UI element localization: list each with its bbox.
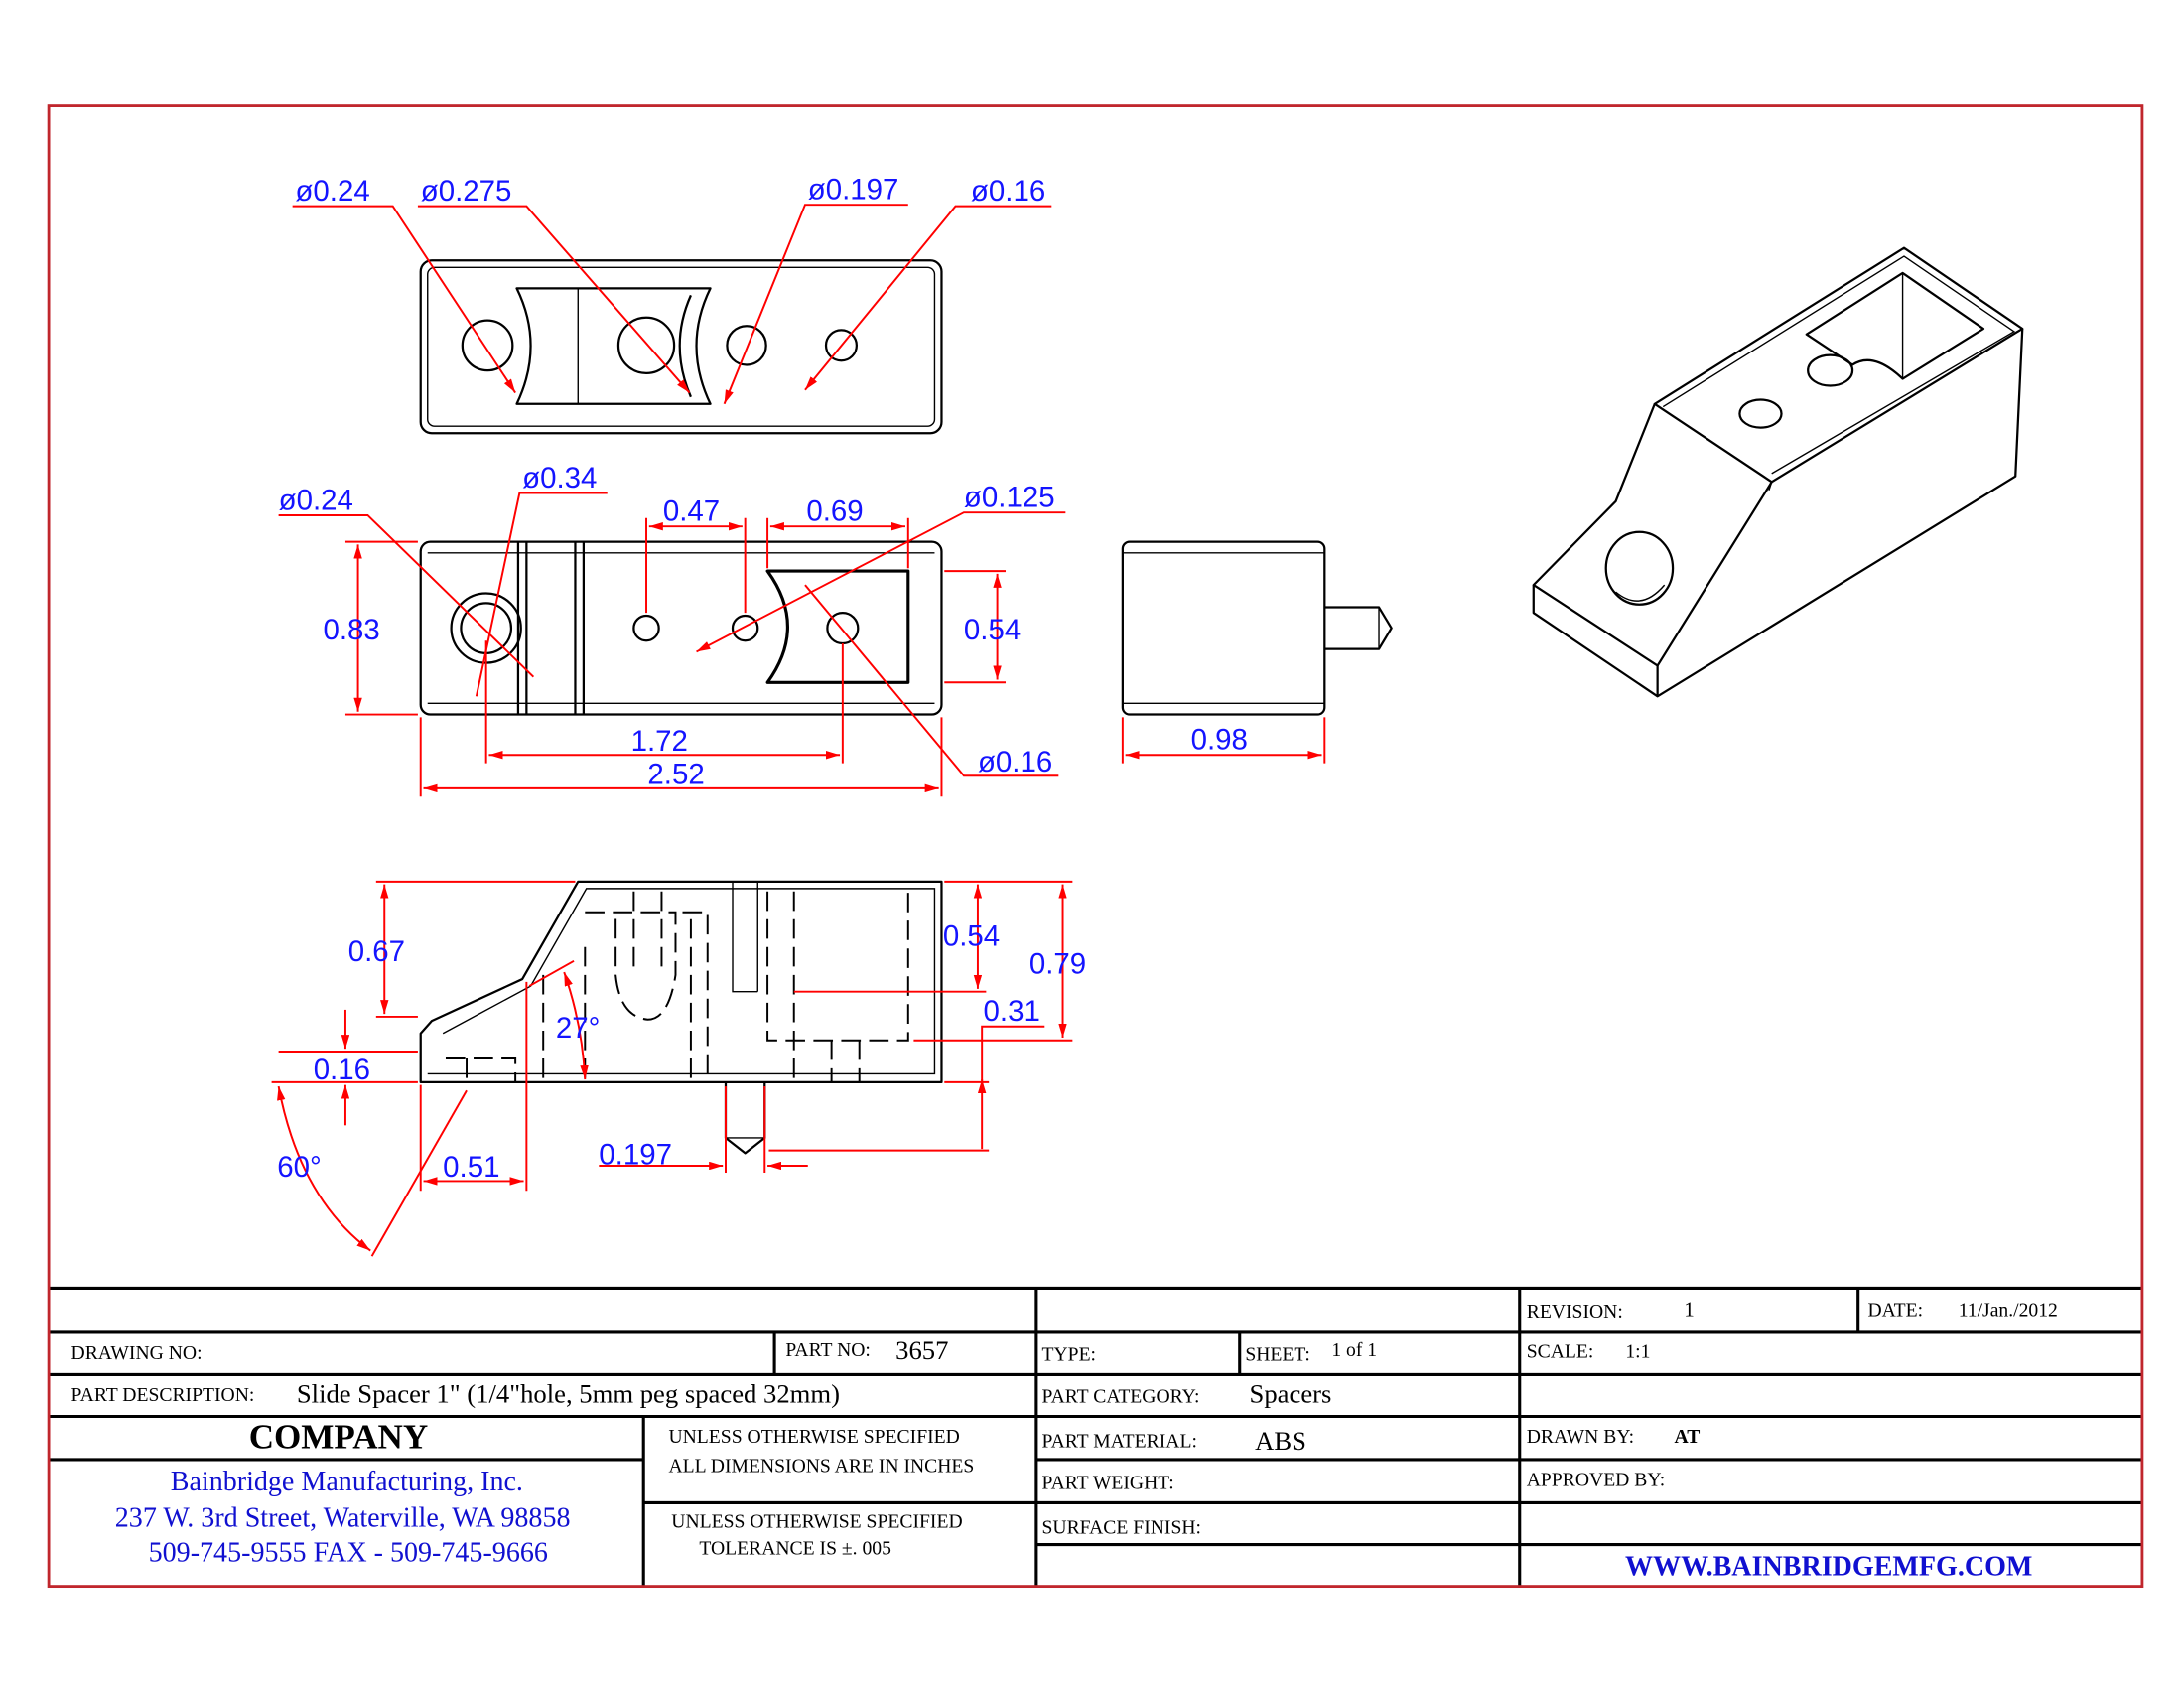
hole	[616, 316, 676, 375]
company-name: Bainbridge Manufacturing, Inc.	[171, 1467, 523, 1497]
dimension-units-note-line1: UNLESS OTHERWISE SPECIFIED	[668, 1427, 959, 1448]
dim-side-0.51: 0.51	[443, 1151, 499, 1184]
isometric-view	[1532, 246, 2024, 698]
side-view: 0.67 0.54 0.79 0.31 27° 0.16 60° 0.51 0.…	[271, 880, 1086, 1257]
dim-side-0.31: 0.31	[984, 995, 1040, 1028]
top-view: ø0.24 ø0.275 ø0.197 ø0.16	[292, 174, 1052, 435]
pocket-outline	[515, 287, 712, 405]
dim-front-0.47: 0.47	[663, 495, 720, 528]
type-label: TYPE:	[1041, 1344, 1096, 1365]
dim-front-1.72: 1.72	[631, 725, 688, 758]
part-material-label: PART MATERIAL:	[1041, 1431, 1196, 1452]
part-no-value: 3657	[895, 1336, 948, 1365]
website-link[interactable]: WWW.BAINBRIDGEMFG.COM	[1625, 1551, 2032, 1582]
dim-front-0.69: 0.69	[806, 495, 863, 528]
date-value: 11/Jan./2012	[1959, 1300, 2058, 1321]
tolerance-note-line2: TOLERANCE IS ±. 005	[699, 1538, 891, 1559]
part-no-label: PART NO:	[785, 1340, 871, 1361]
company-address: 237 W. 3rd Street, Waterville, WA 98858	[115, 1502, 571, 1533]
dim-front-dia-0.125: ø0.125	[964, 482, 1055, 514]
hole	[824, 329, 859, 362]
dim-top-dia-0.16: ø0.16	[971, 175, 1045, 208]
part-category-label: PART CATEGORY:	[1041, 1386, 1199, 1407]
company-heading: COMPANY	[249, 1418, 428, 1457]
dim-front-0.83: 0.83	[324, 614, 380, 646]
peg	[724, 1081, 766, 1155]
hole	[726, 325, 767, 366]
dim-right-0.98: 0.98	[1191, 724, 1248, 757]
drawing-no-label: DRAWING NO:	[71, 1343, 203, 1364]
dim-front-2.52: 2.52	[647, 759, 704, 791]
front-view: ø0.24 ø0.34 0.47 0.69 ø0.125 0.83 0.54 1…	[279, 462, 1066, 797]
sheet-value: 1 of 1	[1331, 1340, 1377, 1361]
dim-side-0.197: 0.197	[599, 1139, 672, 1172]
hole	[461, 319, 514, 372]
part-description-value: Slide Spacer 1" (1/4"hole, 5mm peg space…	[297, 1378, 840, 1408]
part-weight-label: PART WEIGHT:	[1041, 1473, 1173, 1493]
scale-label: SCALE:	[1527, 1342, 1594, 1363]
dim-side-0.54: 0.54	[943, 919, 1000, 952]
revision-value: 1	[1684, 1297, 1695, 1321]
part-description-label: PART DESCRIPTION:	[71, 1385, 255, 1406]
sheet-label: SHEET:	[1245, 1344, 1310, 1365]
part-category-value: Spacers	[1250, 1378, 1332, 1408]
dim-front-dia-0.16: ø0.16	[978, 746, 1052, 778]
dim-side-0.79: 0.79	[1029, 947, 1086, 980]
scale-value: 1:1	[1625, 1342, 1650, 1363]
part-material-value: ABS	[1255, 1426, 1306, 1456]
dim-side-angle-60: 60°	[277, 1151, 322, 1184]
drawn-by-label: DRAWN BY:	[1527, 1427, 1634, 1448]
dim-top-dia-0.275: ø0.275	[421, 175, 512, 208]
surface-finish-label: SURFACE FINISH:	[1041, 1517, 1201, 1538]
pocket	[1805, 271, 1985, 380]
dim-side-angle-27: 27°	[556, 1012, 601, 1045]
company-phone: 509-745-9555 FAX - 509-745-9666	[149, 1537, 548, 1568]
drawn-by-value: AT	[1674, 1427, 1700, 1448]
tolerance-note-line1: UNLESS OTHERWISE SPECIFIED	[671, 1512, 962, 1533]
dim-front-dia-0.24: ø0.24	[279, 484, 353, 516]
peg	[1324, 606, 1393, 650]
dim-front-dia-0.34: ø0.34	[522, 462, 597, 494]
right-view: 0.98	[1121, 540, 1393, 764]
dim-top-dia-0.24: ø0.24	[295, 175, 369, 208]
approved-by-label: APPROVED BY:	[1527, 1471, 1665, 1491]
dimension-units-note-line2: ALL DIMENSIONS ARE IN INCHES	[668, 1457, 974, 1477]
revision-label: REVISION:	[1527, 1302, 1623, 1323]
title-block: REVISION: 1 DATE: 11/Jan./2012 DRAWING N…	[47, 104, 2144, 1589]
dim-top-dia-0.197: ø0.197	[808, 174, 899, 207]
dim-side-0.16: 0.16	[314, 1054, 370, 1086]
dim-front-0.54: 0.54	[964, 614, 1021, 646]
dim-side-0.67: 0.67	[348, 935, 405, 968]
date-label: DATE:	[1868, 1300, 1924, 1321]
